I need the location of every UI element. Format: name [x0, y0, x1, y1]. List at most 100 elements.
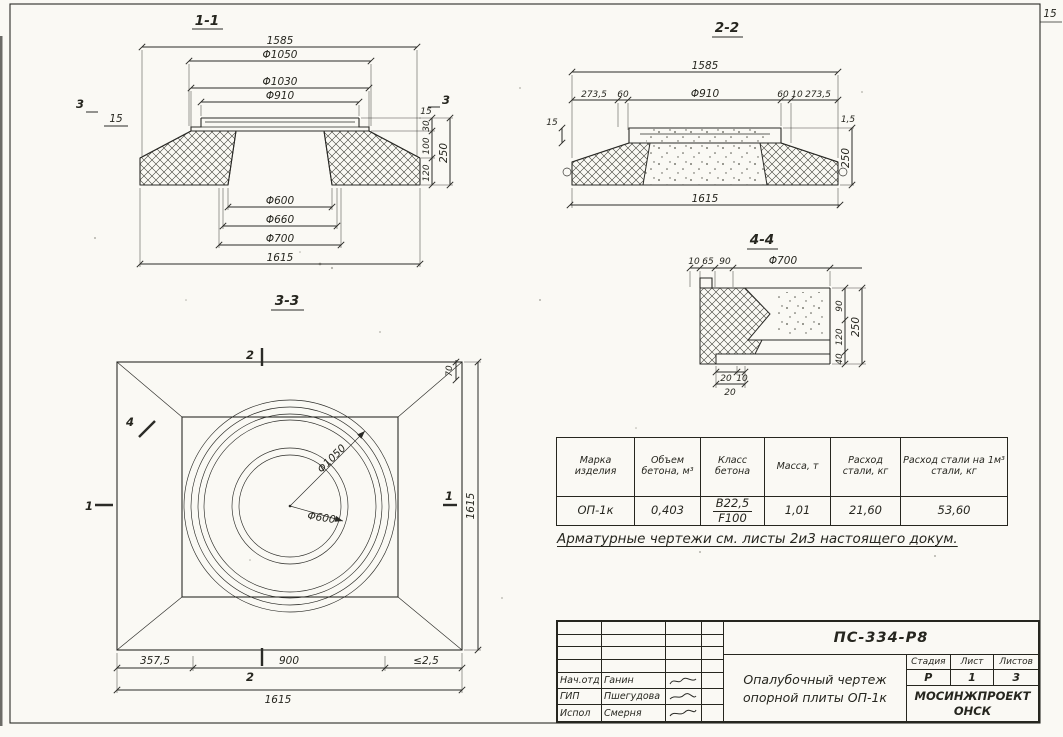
spec-header-volume: Объем бетона, м³	[635, 438, 701, 496]
document-number: ПС-334-Р8	[724, 622, 1038, 655]
dim-d600-plan: Φ600	[307, 510, 337, 526]
title-block-lower: Опалубочный чертеж опорной плиты ОП-1к С…	[724, 655, 1038, 721]
sheet-value: 1	[950, 670, 995, 686]
dim-d660: Φ660	[266, 214, 295, 226]
staff-name-1: Пшегудова	[602, 689, 666, 705]
sheet-frame	[0, 3, 1062, 726]
section-4-4-dimension-lines	[686, 264, 866, 388]
dim-1615-bottom: 1615	[692, 193, 719, 205]
dim-1585-top: 1585	[267, 35, 294, 47]
dim-d700: Φ700	[769, 255, 798, 267]
dim-1615-right: 1615	[465, 492, 477, 519]
stage-value: Р	[907, 670, 951, 686]
dim-d600: Φ600	[266, 195, 295, 207]
spec-value-steel-per-m3: 53,60	[937, 503, 971, 518]
cut-mark-2-bottom: 2	[246, 670, 254, 684]
dim-70: 70	[445, 365, 455, 377]
dim-120: 120	[422, 164, 432, 181]
dim-60-right: 60	[777, 90, 789, 100]
section-2-2-extension-lines	[571, 75, 854, 208]
dim-d700: Φ700	[266, 233, 295, 245]
dim-120-right: 120	[835, 328, 845, 345]
stage-label: Стадия	[907, 655, 951, 670]
cut-mark-3-left: 3	[76, 97, 84, 111]
dim-d910: Φ910	[691, 88, 720, 100]
spec-value-steel: 21,60	[831, 497, 901, 525]
dim-15-left: 15	[109, 113, 123, 125]
cut-mark-2-top: 2	[246, 348, 254, 362]
organization-line2: ОНСК	[953, 703, 992, 718]
dim-10-b: 10	[736, 374, 748, 384]
dim-250-right: 250	[850, 317, 862, 337]
spec-value-volume: 0,403	[635, 497, 701, 525]
dim-273-5-left: 273,5	[581, 90, 607, 100]
dim-65-top: 65	[702, 257, 714, 267]
section-3-3-dimension-lines	[113, 358, 482, 694]
signature-mark	[666, 689, 702, 705]
section-4-4: 4-4 10 65 90 Φ700 90 120 40 250	[686, 232, 866, 398]
note-text: Арматурные чертежи см. листы 2и3 настоящ…	[557, 531, 958, 547]
dim-900: 900	[279, 655, 299, 667]
dim-90-right: 90	[835, 300, 845, 312]
dim-250-right: 250	[840, 148, 852, 168]
drawing-title: Опалубочный чертеж опорной плиты ОП-1к	[724, 655, 907, 721]
dim-357-5: 357,5	[140, 655, 170, 667]
dim-20-a: 20	[720, 374, 732, 384]
organization-line1: МОСИНЖПРОЕКТ	[914, 689, 1031, 704]
dim-1615-bottom: 1615	[267, 252, 294, 264]
spec-header-steel-per-m3: Расход стали на 1м³ стали, кг	[903, 455, 1005, 477]
staff-name-0: Ганин	[602, 673, 666, 689]
dim-60-left: 60	[617, 90, 629, 100]
dim-40-right: 40	[835, 353, 845, 365]
cut-mark-1-left: 1	[85, 499, 93, 513]
cut-mark-3-right: 3	[442, 93, 450, 107]
signature-mark	[666, 705, 702, 721]
organization-name: МОСИНЖПРОЕКТ ОНСК	[907, 686, 1038, 721]
stage-sheet-block: Стадия Лист Листов Р 1 3 МОСИНЖПРОЕКТ ОН…	[907, 655, 1038, 721]
section-1-1-title: 1-1	[195, 13, 219, 29]
sheets-label: Листов	[994, 655, 1038, 670]
section-3-3-body	[95, 348, 463, 666]
drawing-title-line1: Опалубочный чертеж	[743, 671, 887, 687]
dim-1-5-right: 1,5	[841, 115, 856, 125]
dim-15-right: 15	[420, 107, 432, 117]
sheet-label: Лист	[950, 655, 995, 670]
section-1-1: 1-1	[76, 13, 454, 268]
spec-header-steel: Расход стали, кг	[831, 438, 901, 496]
dim-10-right: 10	[791, 90, 803, 100]
dim-d1030: Φ1030	[263, 76, 298, 88]
dim-d1050-plan: Φ1050	[315, 442, 348, 475]
section-3-3: 3-3	[85, 293, 482, 706]
dim-20-b: 20	[724, 388, 736, 398]
cut-mark-4: 4	[125, 415, 134, 429]
spec-value-mark: ОП-1к	[557, 497, 635, 525]
dim-1615-bottom: 1615	[265, 694, 292, 706]
dim-250-right: 250	[438, 143, 450, 163]
dim-2-5: ≤2,5	[413, 655, 439, 667]
section-1-1-dimension-lines	[86, 43, 454, 268]
section-1-1-body	[139, 117, 421, 186]
dim-10-top: 10	[688, 257, 700, 267]
spec-value-class: В22,5 F100	[701, 497, 765, 525]
spec-table-header-row: Марка изделия Объем бетона, м³ Класс бет…	[557, 438, 1007, 497]
title-block-left: Нач.отд Ганин ГИП Пшегудова Испол Смерня	[558, 622, 724, 721]
stage-sheet-headers: Стадия Лист Листов Р 1 3	[907, 655, 1038, 686]
section-3-3-title: 3-3	[275, 293, 299, 309]
spec-header-mark: Марка изделия	[557, 438, 635, 496]
spec-table: Марка изделия Объем бетона, м³ Класс бет…	[556, 437, 1008, 526]
spec-value-class-line2: F100	[718, 510, 747, 525]
revision-grid	[558, 622, 723, 673]
dim-d1050: Φ1050	[263, 49, 298, 61]
spec-table-value-row: ОП-1к 0,403 В22,5 F100 1,01 21,60 53,60	[557, 497, 1007, 525]
drawing-title-line2: опорной плиты ОП-1к	[743, 689, 887, 705]
staff-role-1: ГИП	[558, 689, 602, 705]
title-block: Нач.отд Ганин ГИП Пшегудова Испол Смерня…	[556, 620, 1040, 723]
section-4-4-body	[699, 277, 831, 365]
section-3-3-extension-lines	[116, 361, 481, 693]
section-4-4-title: 4-4	[749, 232, 774, 248]
staff-name-2: Смерня	[602, 705, 666, 721]
dim-90-top: 90	[719, 257, 731, 267]
sheets-value: 3	[994, 670, 1038, 686]
spec-header-mass: Масса, т	[765, 438, 831, 496]
